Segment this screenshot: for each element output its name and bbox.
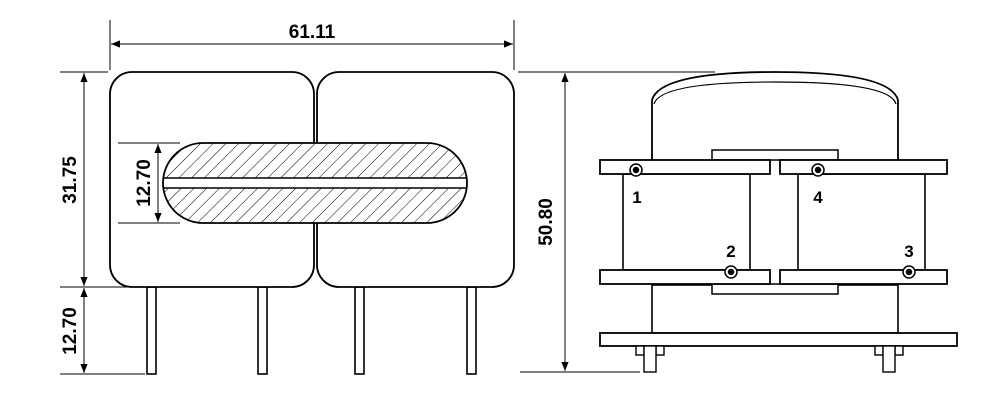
flange-bottom-left [599, 269, 771, 285]
pin-terminal-2 [724, 265, 738, 279]
dim-overall-width [109, 20, 515, 70]
flange-top-right [779, 159, 948, 175]
pin-label-4: 4 [813, 188, 823, 207]
core-tab-top [711, 149, 839, 161]
front-pins [146, 286, 477, 375]
flange-bottom-right [779, 269, 948, 285]
mounting-stud-left [635, 345, 665, 373]
side-view: 1 4 2 3 50.80 [518, 71, 958, 373]
dim-core-height-label: 12.70 [134, 159, 155, 207]
pin-leg [257, 286, 268, 375]
pin-leg [354, 286, 365, 375]
pin-terminal-4 [811, 163, 825, 177]
base-plate [599, 332, 958, 347]
pin-leg [146, 286, 157, 375]
dim-body-height-label: 31.75 [60, 156, 81, 204]
dim-core-height [118, 142, 180, 224]
dim-overall-height-label: 50.80 [536, 198, 557, 246]
winding-dome [651, 71, 899, 160]
dim-overall-width-label: 61.11 [289, 22, 336, 43]
dim-overall-height [518, 71, 715, 373]
dim-pin-length [60, 288, 145, 375]
dim-pin-length-label: 12.70 [60, 307, 81, 355]
flange-top-left [599, 159, 771, 175]
pin-terminal-3 [902, 265, 916, 279]
pin-label-3: 3 [904, 242, 913, 261]
mounting-stud-right [874, 345, 904, 373]
dim-body-height [60, 71, 145, 288]
pin-terminal-1 [629, 163, 643, 177]
core-section [162, 142, 468, 224]
pin-label-2: 2 [726, 242, 735, 261]
core-tab-bottom [711, 283, 839, 295]
front-view: 61.11 31.75 12.70 12.70 [60, 20, 515, 375]
pin-leg [466, 286, 477, 375]
pin-label-1: 1 [632, 188, 641, 207]
